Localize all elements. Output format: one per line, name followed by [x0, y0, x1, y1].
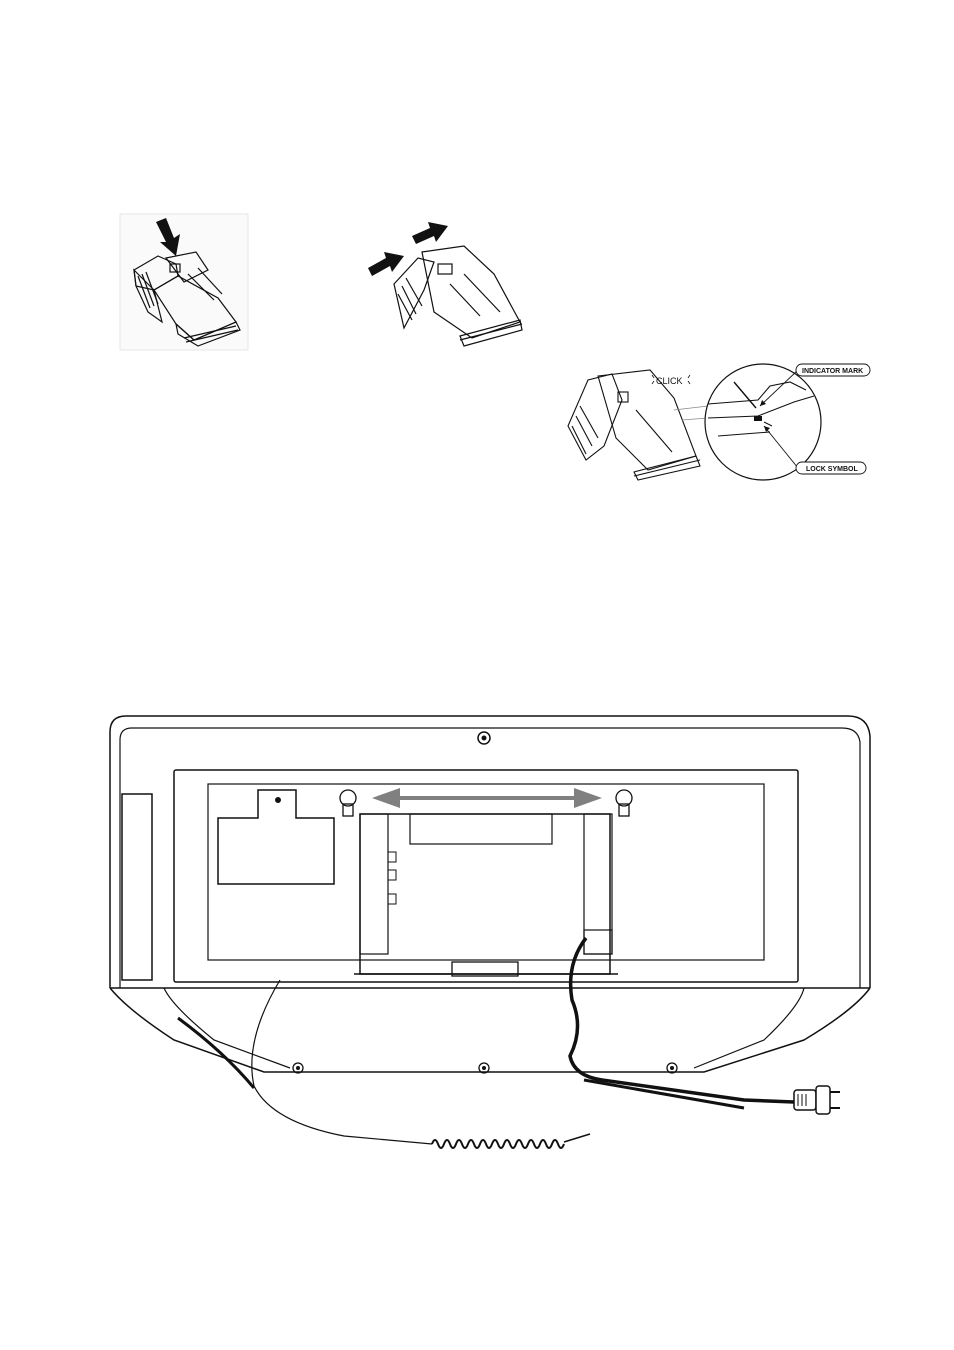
step2-illustration: [364, 216, 524, 356]
step2-drawing: [364, 216, 524, 356]
stand-bracket: [394, 246, 522, 346]
lower-bevel: [110, 988, 870, 1073]
keyhole-left: [340, 790, 356, 816]
arrow-right-icon: [368, 222, 448, 276]
indicator-mark-label: INDICATOR MARK: [802, 368, 863, 375]
step1-drawing: [118, 212, 250, 352]
step1-illustration: [118, 212, 250, 352]
step3-drawing: CLICK INDICATOR MARK: [558, 360, 874, 484]
rear-view-illustration: [104, 710, 874, 1170]
double-arrow-icon: [372, 788, 602, 808]
stand-bracket: [568, 370, 700, 480]
step3-illustration: CLICK INDICATOR MARK: [558, 360, 874, 484]
housing: [110, 716, 870, 988]
rear-view-drawing: [104, 710, 874, 1170]
click-text: CLICK: [656, 376, 683, 386]
click-indicator: CLICK: [652, 375, 690, 386]
keyhole-right: [616, 790, 632, 816]
lock-symbol-label: LOCK SYMBOL: [806, 466, 858, 473]
power-plug-icon: [794, 1086, 840, 1114]
